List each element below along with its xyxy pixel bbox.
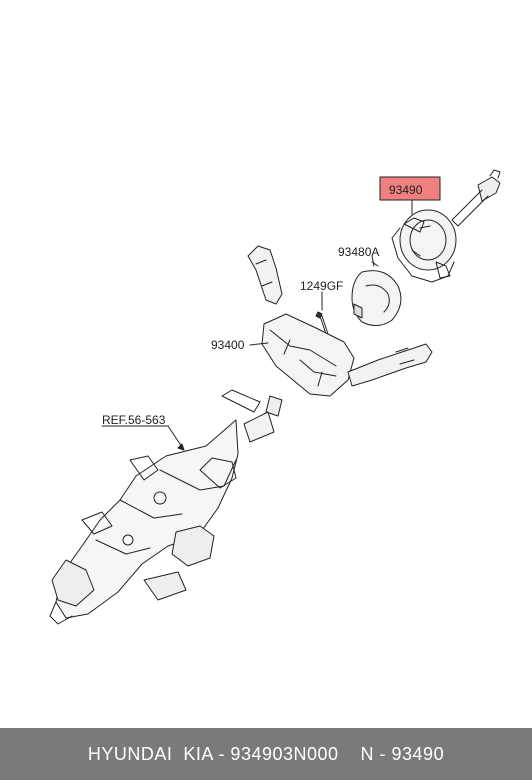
label-93490: 93490 — [389, 183, 423, 197]
label-93480a: 93480A — [338, 245, 379, 259]
combination-switch-93400 — [247, 245, 433, 397]
arrowhead — [177, 443, 185, 451]
leader-93400 — [249, 342, 269, 346]
parts-diagram: 93490 93480A 1249GF 93400 REF.56-563 — [49, 169, 501, 625]
label-1249gf: 1249GF — [300, 279, 343, 293]
footer-text: HYUNDAI KIA - 934903N000 N - 93490 — [87, 743, 445, 764]
steering-column — [49, 389, 283, 625]
footer-bar: HYUNDAI KIA - 934903N000 N - 93490 — [0, 728, 532, 780]
leader-93480a — [371, 255, 375, 267]
screw-1249gf — [315, 311, 329, 335]
highlight-box — [379, 176, 441, 201]
cover-93480a — [351, 261, 402, 326]
label-93400: 93400 — [211, 338, 245, 352]
clock-spring-93490 — [391, 169, 501, 283]
label-ref: REF.56-563 — [102, 413, 166, 427]
